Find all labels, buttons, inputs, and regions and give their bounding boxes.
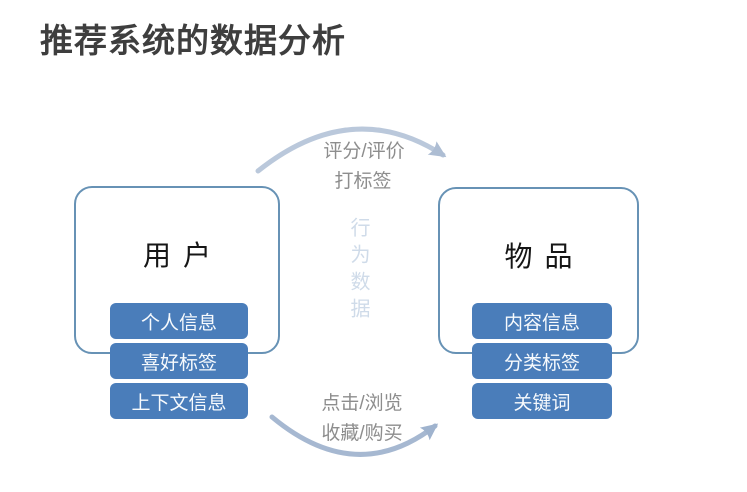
user-box-label: 用户 bbox=[142, 239, 223, 272]
top-arrow-label-rating: 评分/评价 bbox=[323, 141, 405, 162]
chip-category-tags: 分类标签 bbox=[472, 343, 612, 379]
chip-context-info: 上下文信息 bbox=[110, 383, 248, 419]
page-title: 推荐系统的数据分析 bbox=[40, 22, 346, 59]
bottom-arrow-label-purchase: 收藏/购买 bbox=[321, 423, 403, 444]
top-arrow-label-tagging: 打标签 bbox=[334, 171, 392, 192]
chip-keywords: 关键词 bbox=[472, 383, 612, 419]
item-box-label: 物品 bbox=[504, 240, 585, 273]
bottom-arrow-label-click: 点击/浏览 bbox=[321, 393, 403, 414]
item-attribute-chips: 内容信息 分类标签 关键词 bbox=[472, 303, 612, 419]
chip-personal-info: 个人信息 bbox=[110, 303, 248, 339]
chip-preference-tags: 喜好标签 bbox=[110, 343, 248, 379]
chip-content-info: 内容信息 bbox=[472, 303, 612, 339]
user-to-item-arrow bbox=[255, 126, 447, 174]
behavior-data-label: 行为数据 bbox=[347, 217, 369, 325]
user-attribute-chips: 个人信息 喜好标签 上下文信息 bbox=[110, 303, 248, 419]
item-to-user-arrow bbox=[269, 414, 439, 457]
item-box: 物品 bbox=[438, 187, 639, 354]
